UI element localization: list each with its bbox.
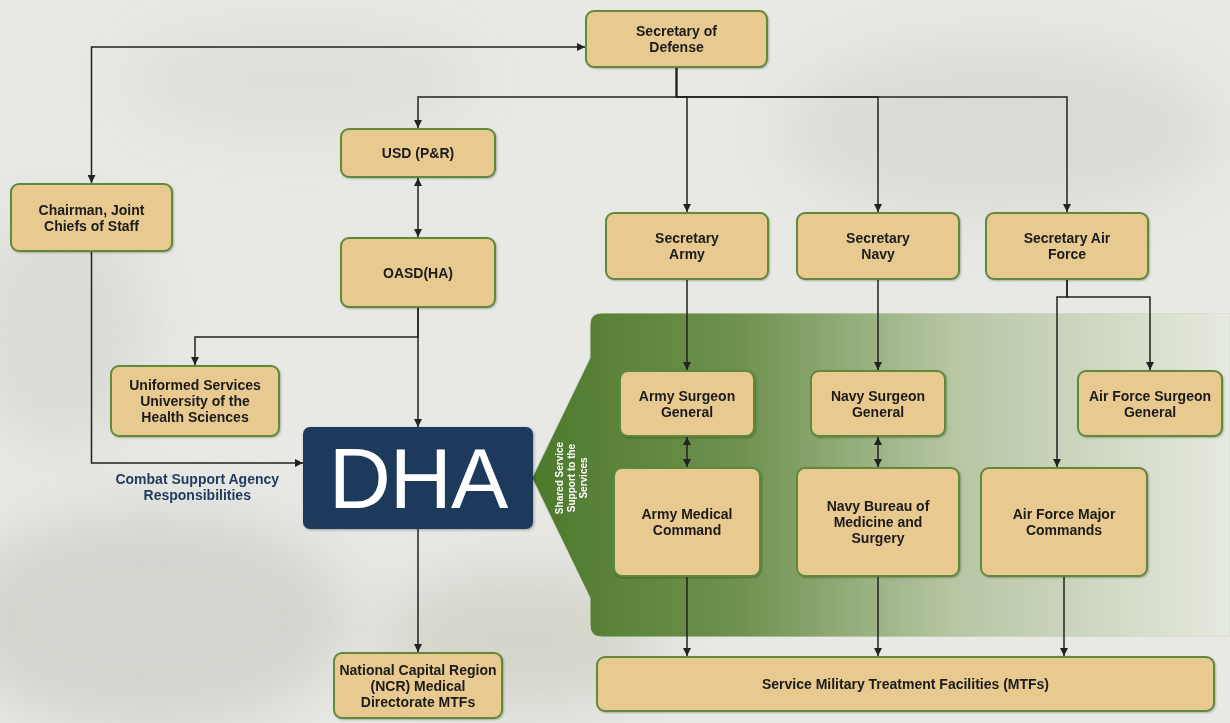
connector [1063, 577, 1065, 656]
box-label: Navy Surgeon General [817, 388, 939, 420]
connector [92, 47, 586, 183]
connector [417, 529, 419, 652]
box-label: National Capital Region (NCR) Medical Di… [338, 662, 498, 710]
agency-box: DHA [303, 427, 533, 529]
box-label: Air Force Surgeon General [1084, 388, 1216, 420]
surgeon-general-box: Navy Surgeon General [810, 370, 946, 437]
connector [195, 308, 418, 365]
box-label: Secretary Navy [828, 230, 928, 262]
command-box: Navy Bureau of Medicine and Surgery [796, 467, 960, 577]
connector [1067, 280, 1150, 370]
chairman-box: Chairman, Joint Chiefs of Staff [10, 183, 173, 252]
office-box: USD (P&R) [340, 128, 496, 178]
connector [417, 178, 419, 237]
facilities-box: Service Military Treatment Facilities (M… [596, 656, 1215, 712]
connector [677, 68, 1068, 212]
box-label: Air Force Major Commands [991, 506, 1137, 538]
surgeon-general-box: Army Surgeon General [619, 370, 755, 437]
photo-haze [0, 20, 1220, 723]
box-label: Secretary of Defense [627, 23, 727, 55]
box-label: Service Military Treatment Facilities (M… [626, 676, 1186, 692]
shared-support-band: Shared Service Support to the ServicesAr… [532, 313, 1230, 637]
directorate-box: National Capital Region (NCR) Medical Di… [333, 652, 503, 719]
connector [677, 68, 688, 212]
connector [686, 577, 688, 656]
box-label: Secretary Air Force [1017, 230, 1117, 262]
agency-name: DHA [313, 435, 523, 521]
box-label: USD (P&R) [353, 145, 483, 161]
box-label: Secretary Army [637, 230, 737, 262]
connector [877, 577, 879, 656]
connector [418, 68, 677, 128]
connector [686, 437, 688, 467]
connector [417, 308, 419, 427]
connector [877, 280, 879, 370]
box-label: Navy Bureau of Medicine and Surgery [807, 498, 949, 546]
command-box: Air Force Major Commands [980, 467, 1148, 577]
connector [1057, 280, 1067, 467]
university-box: Uniformed Services University of the Hea… [110, 365, 280, 437]
band-outline [532, 313, 1230, 637]
box-label: Army Surgeon General [626, 388, 748, 420]
edge-label: Combat Support Agency Responsibilities [102, 471, 292, 503]
box-label: Uniformed Services University of the Hea… [119, 377, 271, 425]
secretary-box: Secretary Navy [796, 212, 960, 280]
box-label: Chairman, Joint Chiefs of Staff [22, 202, 162, 234]
secretary-box: Secretary Army [605, 212, 769, 280]
surgeon-general-box: Air Force Surgeon General [1077, 370, 1223, 437]
connector [92, 252, 304, 463]
band-label: Shared Service Support to the Services [552, 436, 592, 520]
office-box: OASD(HA) [340, 237, 496, 308]
defense-box: Secretary of Defense [585, 10, 768, 68]
secretary-box: Secretary Air Force [985, 212, 1149, 280]
box-label: Army Medical Command [622, 506, 752, 538]
connector [686, 280, 688, 370]
connector [877, 437, 879, 467]
connector [677, 68, 879, 212]
box-label: OASD(HA) [353, 265, 483, 281]
command-box: Army Medical Command [613, 467, 761, 577]
